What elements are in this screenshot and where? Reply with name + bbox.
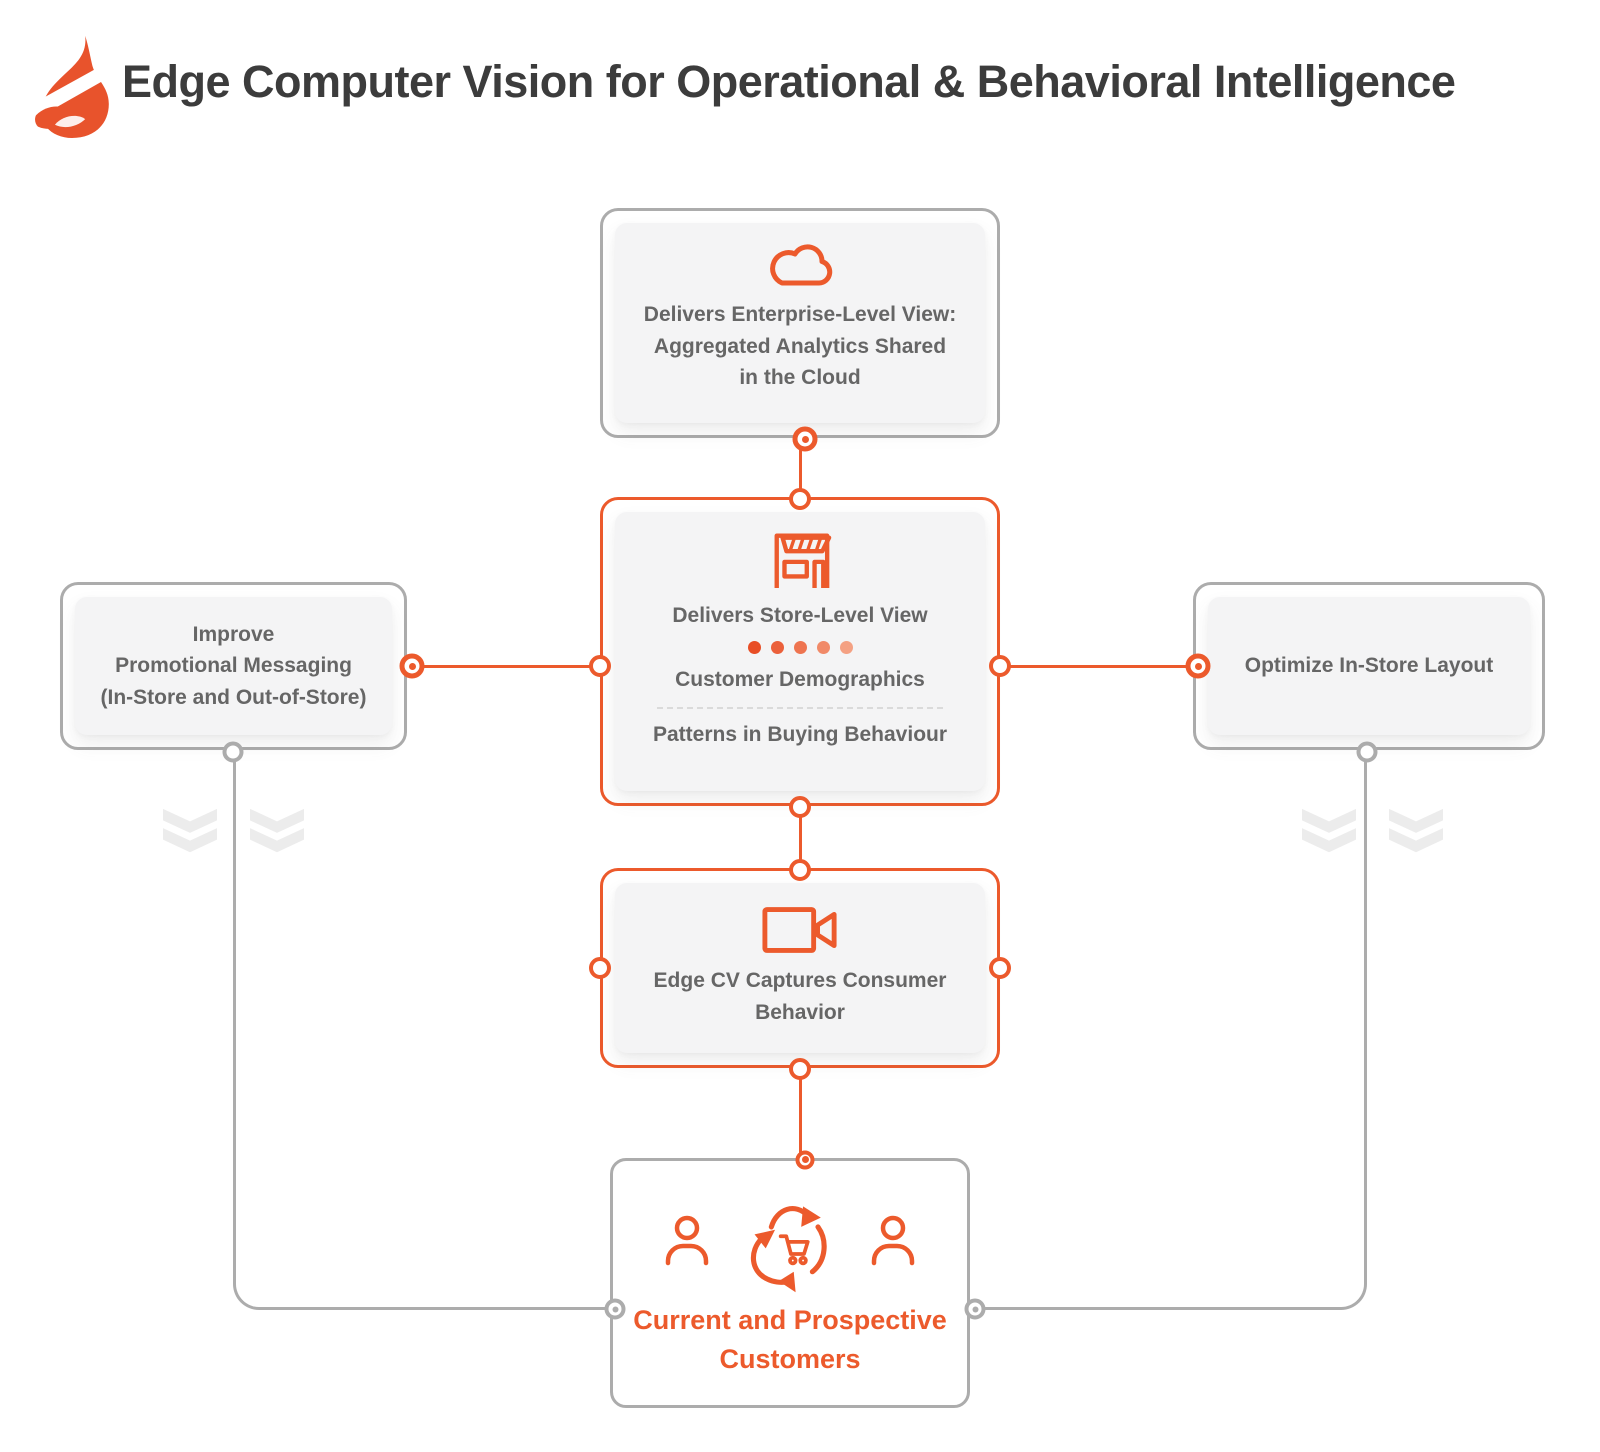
- person-icon: [665, 1215, 709, 1266]
- storefront-icon: [774, 533, 832, 589]
- layout-panel: Optimize In-Store Layout: [1208, 597, 1530, 735]
- store-item-demographics: Customer Demographics: [675, 667, 925, 691]
- divider: [657, 707, 943, 709]
- connector-node: [789, 795, 811, 818]
- customers-node: Current and Prospective Customers: [610, 1158, 970, 1408]
- edge-cv-panel: Edge CV Captures Consumer Behavior: [615, 883, 985, 1053]
- promo-label: Improve Promotional Messaging (In-Store …: [100, 622, 367, 709]
- connector-node: [589, 655, 611, 677]
- connector-node: [789, 487, 811, 510]
- chevron-down-icon: [1389, 808, 1443, 853]
- connector-node: [989, 655, 1011, 677]
- connector-line: [798, 806, 802, 869]
- connector-node: [964, 1298, 986, 1320]
- store-panel: Delivers Store-Level View Customer Demog…: [615, 512, 985, 791]
- store-node: Delivers Store-Level View Customer Demog…: [600, 497, 1000, 806]
- separator-dot: [770, 640, 784, 654]
- promo-node: Improve Promotional Messaging (In-Store …: [60, 582, 407, 750]
- promo-panel: Improve Promotional Messaging (In-Store …: [75, 597, 392, 735]
- enterprise-panel: Delivers Enterprise-Level View: Aggregat…: [615, 223, 985, 423]
- connector-node: [989, 957, 1011, 979]
- page-title: Edge Computer Vision for Operational & B…: [122, 56, 1456, 107]
- layout-node: Optimize In-Store Layout: [1193, 582, 1545, 750]
- connector-node: [789, 1058, 811, 1080]
- connector-line: [407, 664, 600, 668]
- connector-node: [604, 1298, 626, 1320]
- customers-icons: [613, 1185, 967, 1295]
- store-title: Delivers Store-Level View: [672, 604, 928, 627]
- connector-node: [795, 1150, 815, 1169]
- store-dots: [743, 640, 858, 654]
- layout-label: Optimize In-Store Layout: [1244, 654, 1494, 678]
- recycle-cart-icon: [751, 1206, 827, 1293]
- chevron-down-icon: [163, 808, 217, 853]
- connector-node: [1185, 653, 1211, 679]
- chevron-down-icon: [1302, 808, 1356, 853]
- chevron-down-icon: [250, 808, 304, 853]
- connector-node: [222, 741, 244, 762]
- separator-dot: [816, 640, 830, 654]
- store-item-patterns: Patterns in Buying Behaviour: [652, 723, 948, 746]
- connector-promo-to-customers: [233, 750, 610, 1310]
- connector-node: [399, 653, 425, 679]
- enterprise-node: Delivers Enterprise-Level View: Aggregat…: [600, 208, 1000, 438]
- person-icon: [871, 1215, 915, 1266]
- separator-dot: [793, 640, 807, 654]
- connector-node: [1356, 741, 1378, 762]
- separator-dot: [747, 640, 761, 654]
- edge-cv-label: Edge CV Captures Consumer Behavior: [653, 969, 947, 1024]
- connector-line: [1000, 664, 1193, 668]
- connector-node: [589, 957, 611, 979]
- connector-line: [798, 1069, 802, 1159]
- cloud-icon: [770, 244, 833, 286]
- separator-dot: [839, 640, 853, 654]
- connector-layout-to-customers: [970, 750, 1367, 1310]
- connector-line: [798, 439, 802, 499]
- connector-node: [789, 858, 811, 881]
- enterprise-label: Delivers Enterprise-Level View: Aggregat…: [643, 303, 957, 389]
- customers-label: Current and Prospective Customers: [633, 1305, 947, 1375]
- video-camera-icon: [762, 907, 837, 953]
- edge-cv-node: Edge CV Captures Consumer Behavior: [600, 868, 1000, 1068]
- connector-node: [792, 426, 818, 452]
- flame-logo-icon: [32, 35, 111, 138]
